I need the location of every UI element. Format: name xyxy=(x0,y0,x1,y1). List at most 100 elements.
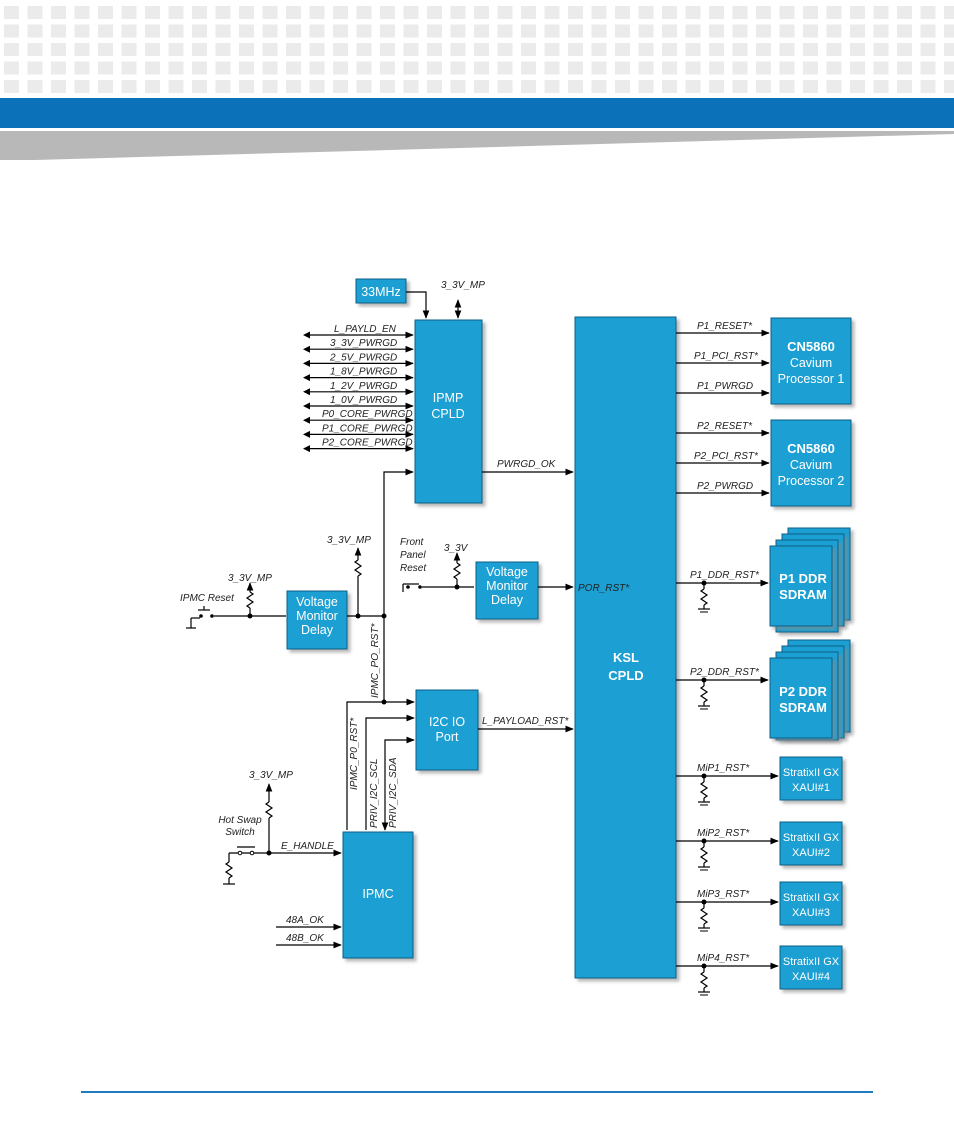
pulldown-resistor xyxy=(698,899,710,932)
v33mp-mid-label: 3_3V_MP xyxy=(327,535,371,546)
ipmp-input-3-3v-pwrgd: 3_3V_PWRGD xyxy=(303,338,414,353)
cn5860-processor-2-block: CN5860 Cavium Processor 2 xyxy=(770,419,852,507)
header-dot xyxy=(756,24,771,38)
header-dot xyxy=(756,61,771,75)
header-dot xyxy=(450,80,466,93)
header-dot xyxy=(121,61,137,75)
ipmp-input-label: 3_3V_PWRGD xyxy=(330,338,397,349)
header-dot xyxy=(74,61,90,75)
ipmp-input-p0-core-pwrgd: P0_CORE_PWRGD xyxy=(303,409,414,424)
header-dot xyxy=(333,6,348,19)
stratix-xaui-1-block: StratixII GX XAUI#1 xyxy=(779,756,843,801)
header-dot xyxy=(262,61,278,75)
header-dot xyxy=(98,6,113,19)
header-dot xyxy=(709,80,724,93)
header-dot xyxy=(309,24,325,38)
header-dot xyxy=(450,24,466,38)
header-dot xyxy=(403,80,419,93)
header-dot xyxy=(309,6,325,19)
p1-ddr-label-2: SDRAM xyxy=(779,587,827,602)
ipmp-input-label: P2_CORE_PWRGD xyxy=(322,438,413,449)
p2-ddr-rst-label: P2_DDR_RST* xyxy=(690,667,760,678)
header-dot xyxy=(427,6,442,19)
header-dot xyxy=(380,24,395,38)
pulldown-resistor xyxy=(698,580,710,613)
header-dot xyxy=(803,43,818,56)
header-dot xyxy=(4,24,19,38)
front-panel-reset-label-2: Panel xyxy=(400,550,426,561)
header-dot xyxy=(897,43,912,56)
header-dot xyxy=(4,80,19,93)
front-panel-reset-switch xyxy=(402,552,474,592)
header-dot xyxy=(591,24,607,38)
header-dot xyxy=(850,61,865,75)
stratix-xaui-3-block: StratixII GX XAUI#3 xyxy=(779,881,843,926)
stratix-4-label-1: StratixII GX xyxy=(783,956,840,968)
ipmc-p0-rst-label: IPMC_P0_RST* xyxy=(349,717,360,790)
header-dot xyxy=(286,80,301,93)
por-rst-label: POR_RST* xyxy=(578,583,630,594)
header-dot xyxy=(756,43,771,56)
header-dot xyxy=(27,61,43,75)
ipmc-po-rst-label: IPMC_PO_RST* xyxy=(370,622,381,698)
stratix-3-label-2: XAUI#3 xyxy=(792,907,830,919)
header-dot xyxy=(51,61,66,75)
page-header xyxy=(0,6,954,160)
header-dot xyxy=(662,24,677,38)
mip1-rst-label: MiP1_RST* xyxy=(697,763,750,774)
ipmp-cpld-block: IPMP CPLD xyxy=(414,319,483,504)
pulldown-resistor xyxy=(698,963,710,996)
header-dot xyxy=(286,43,301,56)
priv-i2c-sda-wire xyxy=(381,736,415,831)
header-dot xyxy=(262,6,278,19)
ipmp-input-2-5v-pwrgd: 2_5V_PWRGD xyxy=(303,352,414,367)
header-dot xyxy=(98,24,113,38)
p1-ddr-sdram-block: P1 DDR SDRAM xyxy=(769,527,851,633)
header-dot xyxy=(309,43,325,56)
header-dot xyxy=(474,80,489,93)
ipmp-input-signals: L_PAYLD_EN3_3V_PWRGD2_5V_PWRGD1_8V_PWRGD… xyxy=(303,324,414,453)
header-dot xyxy=(779,24,795,38)
header-dot xyxy=(497,6,513,19)
header-dot xyxy=(944,6,954,19)
header-dot xyxy=(779,61,795,75)
header-dot xyxy=(168,61,184,75)
header-dot xyxy=(333,61,348,75)
header-dot xyxy=(826,24,842,38)
front-panel-reset-label-1: Front xyxy=(400,537,425,548)
header-dot xyxy=(544,43,560,56)
header-dot xyxy=(873,80,889,93)
header-dot xyxy=(356,43,372,56)
cn5860-2-label-2: Cavium xyxy=(790,458,832,472)
header-dot xyxy=(27,6,43,19)
header-dot xyxy=(450,61,466,75)
header-dot xyxy=(74,80,90,93)
header-dot xyxy=(591,6,607,19)
header-dot xyxy=(850,6,865,19)
header-dot xyxy=(638,80,654,93)
header-dot xyxy=(427,24,442,38)
p1-reset-label: P1_RESET* xyxy=(697,321,753,332)
header-dot xyxy=(709,6,724,19)
header-dot xyxy=(497,80,513,93)
header-dot xyxy=(615,80,630,93)
p2-reset-label: P2_RESET* xyxy=(697,421,753,432)
header-dot xyxy=(309,80,325,93)
header-dot xyxy=(920,6,936,19)
header-dot xyxy=(4,6,19,19)
header-dot xyxy=(850,80,865,93)
header-dot xyxy=(51,80,66,93)
header-dot xyxy=(121,80,137,93)
header-dot xyxy=(662,61,677,75)
p1-pwrgd-label: P1_PWRGD xyxy=(697,381,753,392)
header-dot xyxy=(873,6,889,19)
header-dot xyxy=(591,43,607,56)
header-dot xyxy=(74,6,90,19)
cn5860-processor-1-block: CN5860 Cavium Processor 1 xyxy=(770,317,852,405)
ipmp-input-label: 1_0V_PWRGD xyxy=(330,395,397,406)
header-dot xyxy=(709,43,724,56)
header-dot xyxy=(615,61,630,75)
ok-48a-label: 48A_OK xyxy=(286,915,325,926)
p2-pci-rst-label: P2_PCI_RST* xyxy=(694,451,759,462)
header-dot xyxy=(497,24,513,38)
